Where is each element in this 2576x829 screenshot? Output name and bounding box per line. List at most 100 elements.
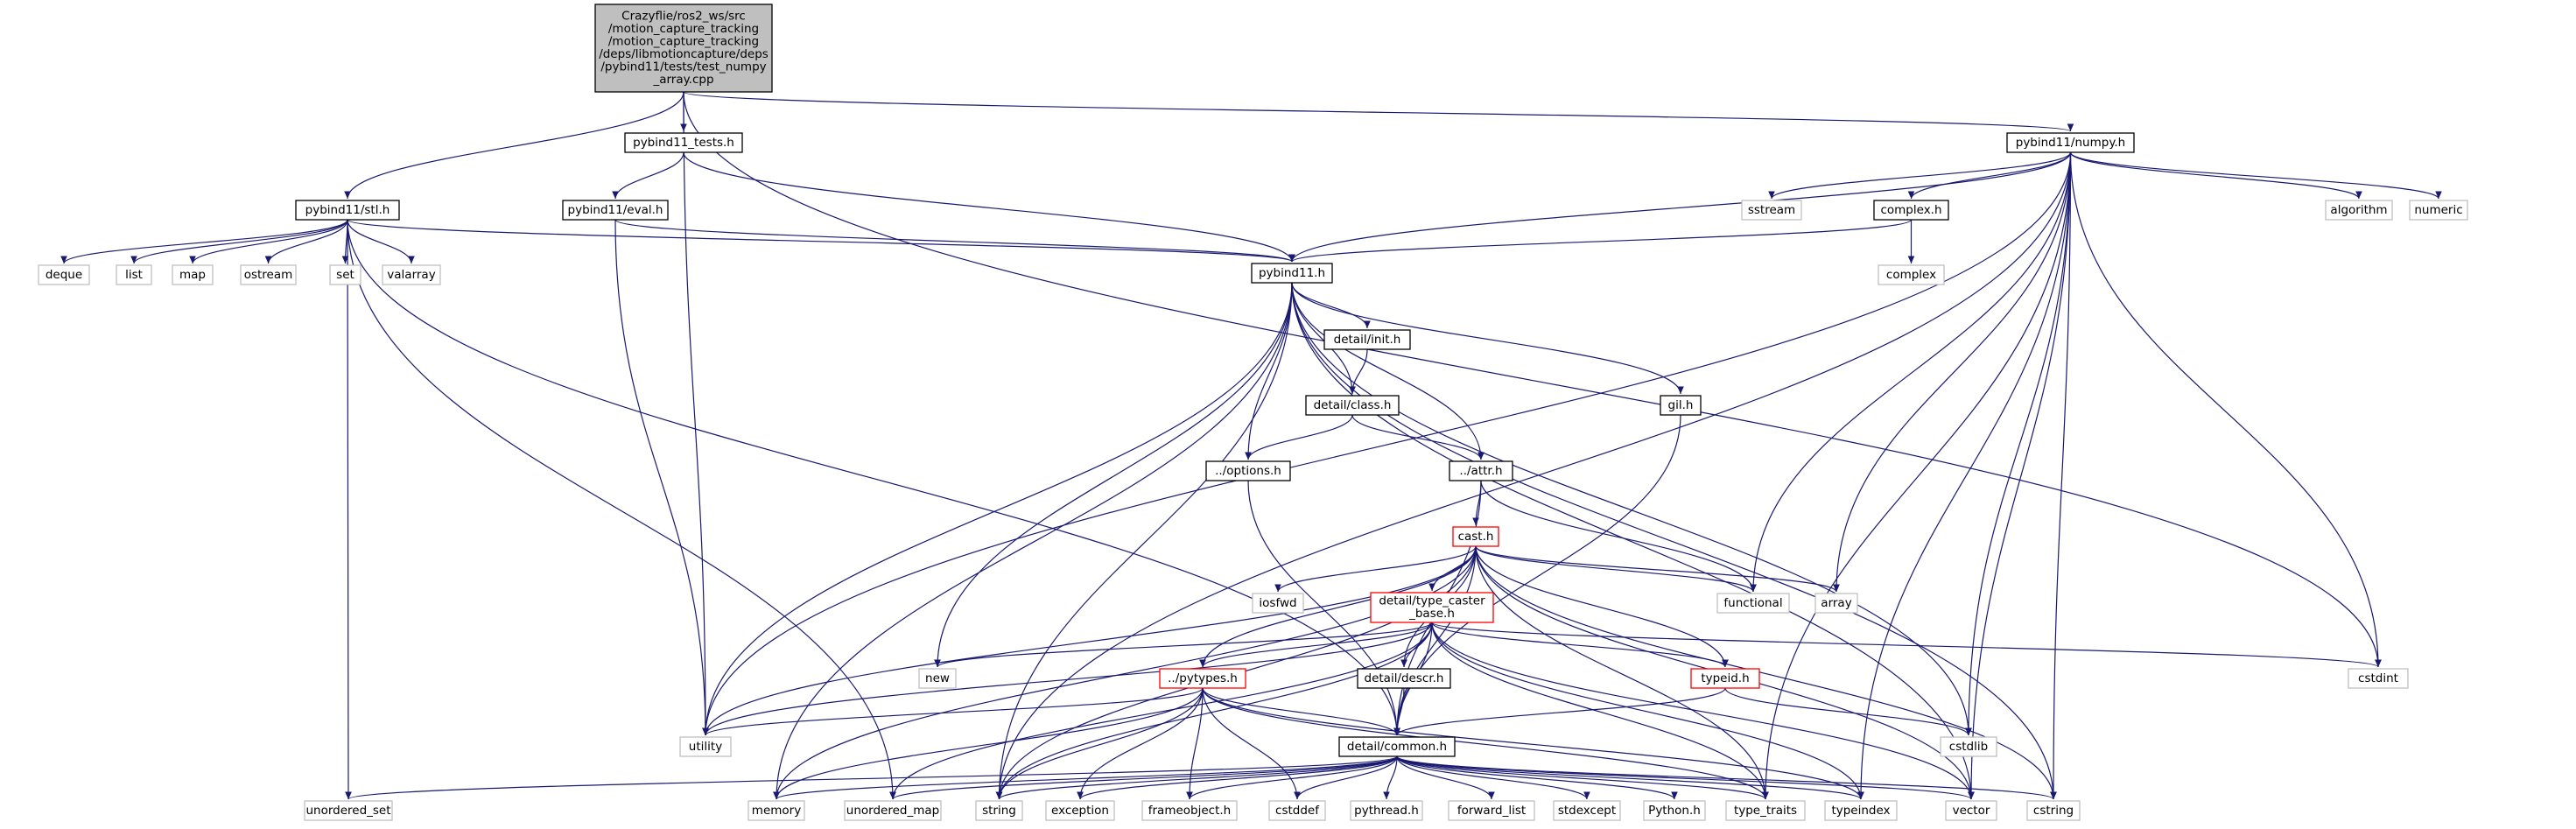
edge-stl-to-uset	[345, 219, 352, 800]
node-pybind11h[interactable]: pybind11.h	[1251, 263, 1333, 284]
node-cstddef-box	[1268, 800, 1326, 821]
node-exception-label: exception	[1051, 804, 1109, 818]
node-pythonh-label: Python.h	[1648, 804, 1701, 818]
node-vector-box	[1945, 800, 1997, 821]
node-stdexcept-label: stdexcept	[1558, 804, 1616, 818]
node-newh-label: new	[925, 671, 950, 685]
node-init[interactable]: detail/init.h	[1323, 329, 1411, 350]
node-utility-label: utility	[689, 740, 722, 754]
edge-common-to-type_traits	[1396, 755, 1769, 800]
node-pytypes[interactable]: ../pytypes.h	[1159, 668, 1246, 689]
edge-options-to-common	[1247, 480, 1400, 736]
edge-pybind11h-to-options	[1245, 282, 1293, 460]
node-tcb[interactable]: detail/type_caster_base.h	[1370, 592, 1494, 623]
edge-root-to-cstdint	[683, 91, 2382, 668]
node-stl-label: pybind11/stl.h	[305, 203, 390, 217]
node-array-label: array	[1821, 596, 1851, 610]
node-pytypes-box	[1159, 668, 1246, 689]
edge-common-to-pythonh	[1396, 755, 1678, 800]
node-complexh[interactable]: complex.h	[1873, 200, 1949, 221]
node-root[interactable]: Crazyflie/ros2_ws/src/motion_capture_tra…	[594, 4, 773, 93]
node-set: set	[329, 264, 361, 285]
node-sstream-box	[1741, 200, 1802, 221]
edge-tcb-to-typeindex	[1431, 622, 1864, 800]
node-pytypes-label: ../pytypes.h	[1168, 671, 1238, 685]
node-tests[interactable]: pybind11_tests.h	[624, 132, 743, 153]
edge-pybind11h-to-newh	[934, 282, 1293, 668]
edge-common-to-uset	[345, 755, 1398, 800]
node-memory-box	[748, 800, 805, 821]
edge-pytypes-to-string	[995, 687, 1204, 800]
edge-cast-to-common	[1393, 545, 1477, 736]
node-complexh-box	[1873, 200, 1949, 221]
node-typeindex-box	[1824, 800, 1898, 821]
edge-numpy-to-array	[1833, 151, 2072, 593]
edge-root-to-numpy	[683, 91, 2074, 132]
node-common[interactable]: detail/common.h	[1338, 736, 1456, 757]
node-descr-label: detail/descr.h	[1365, 671, 1444, 685]
node-functional-box	[1716, 593, 1790, 614]
edge-stl-to-pybind11h	[347, 219, 1295, 263]
edge-classh-to-options	[1245, 414, 1353, 460]
edge-pytypes-to-memory	[773, 687, 1204, 800]
node-gil[interactable]: gil.h	[1660, 395, 1702, 416]
edge-stl-to-deque	[60, 219, 348, 264]
edge-tcb-to-typeid	[1431, 622, 1729, 668]
node-list-label: list	[125, 268, 143, 282]
node-eval[interactable]: pybind11/eval.h	[562, 200, 669, 221]
edge-stl-to-list	[130, 219, 348, 264]
node-vector: vector	[1945, 800, 1997, 821]
node-typeid[interactable]: typeid.h	[1690, 668, 1760, 689]
node-ostream: ostream	[240, 264, 297, 285]
edge-pybind11h-to-gil	[1291, 282, 1684, 395]
node-classh[interactable]: detail/class.h	[1305, 395, 1400, 416]
edge-cast-to-array	[1475, 545, 1840, 593]
edge-root-to-utility	[683, 91, 709, 736]
node-gil-label: gil.h	[1668, 398, 1694, 412]
node-uset: unordered_set	[304, 800, 393, 821]
node-tcb-label: detail/type_caster	[1379, 594, 1485, 608]
node-typeindex-label: typeindex	[1831, 804, 1890, 818]
node-valarray-label: valarray	[387, 268, 435, 282]
node-options[interactable]: ../options.h	[1205, 460, 1291, 481]
node-cast[interactable]: cast.h	[1452, 526, 1499, 547]
node-cast-label: cast.h	[1458, 530, 1494, 544]
node-algorithm-label: algorithm	[2330, 203, 2387, 217]
edge-common-to-frameobject	[1186, 755, 1398, 800]
node-forward_list-label: forward_list	[1457, 804, 1526, 818]
edge-stl-to-common	[347, 219, 1400, 736]
edge-attr-to-functional	[1480, 480, 1757, 593]
edges-layer	[60, 91, 2442, 800]
node-tests-label: pybind11_tests.h	[633, 136, 734, 150]
node-array-box	[1814, 593, 1858, 614]
node-string-label: string	[982, 804, 1016, 818]
edge-pytypes-to-frameobject	[1186, 687, 1204, 800]
edge-numpy-to-typeindex	[1857, 151, 2072, 800]
node-complexh-label: complex.h	[1880, 203, 1941, 217]
node-init-label: detail/init.h	[1334, 333, 1401, 347]
node-cstdint-label: cstdint	[2358, 671, 2398, 685]
edge-pytypes-to-utility	[702, 687, 1204, 736]
node-algorithm: algorithm	[2325, 200, 2393, 221]
node-common-label: detail/common.h	[1347, 740, 1447, 754]
node-pythread: pythread.h	[1350, 800, 1423, 821]
node-ostream-box	[240, 264, 297, 285]
edge-numpy-to-vector	[1968, 151, 2072, 800]
node-stl[interactable]: pybind11/stl.h	[295, 200, 400, 221]
node-attr[interactable]: ../attr.h	[1449, 460, 1513, 481]
node-valarray-box	[382, 264, 441, 285]
node-numeric: numeric	[2409, 200, 2468, 221]
edge-tests-to-pybind11h	[683, 151, 1295, 263]
node-typeid-label: typeid.h	[1701, 671, 1749, 685]
node-utility-box	[679, 736, 732, 757]
node-descr[interactable]: detail/descr.h	[1357, 668, 1451, 689]
node-algorithm-box	[2325, 200, 2393, 221]
node-numpy[interactable]: pybind11/numpy.h	[2006, 132, 2135, 153]
node-options-label: ../options.h	[1215, 464, 1281, 478]
node-tests-box	[624, 132, 743, 153]
edge-common-to-vector	[1396, 755, 1975, 800]
edge-common-to-pythread	[1383, 755, 1398, 800]
node-cstddef-label: cstddef	[1275, 804, 1320, 818]
node-options-box	[1205, 460, 1291, 481]
edge-numpy-to-cstdlib	[1965, 151, 2072, 736]
